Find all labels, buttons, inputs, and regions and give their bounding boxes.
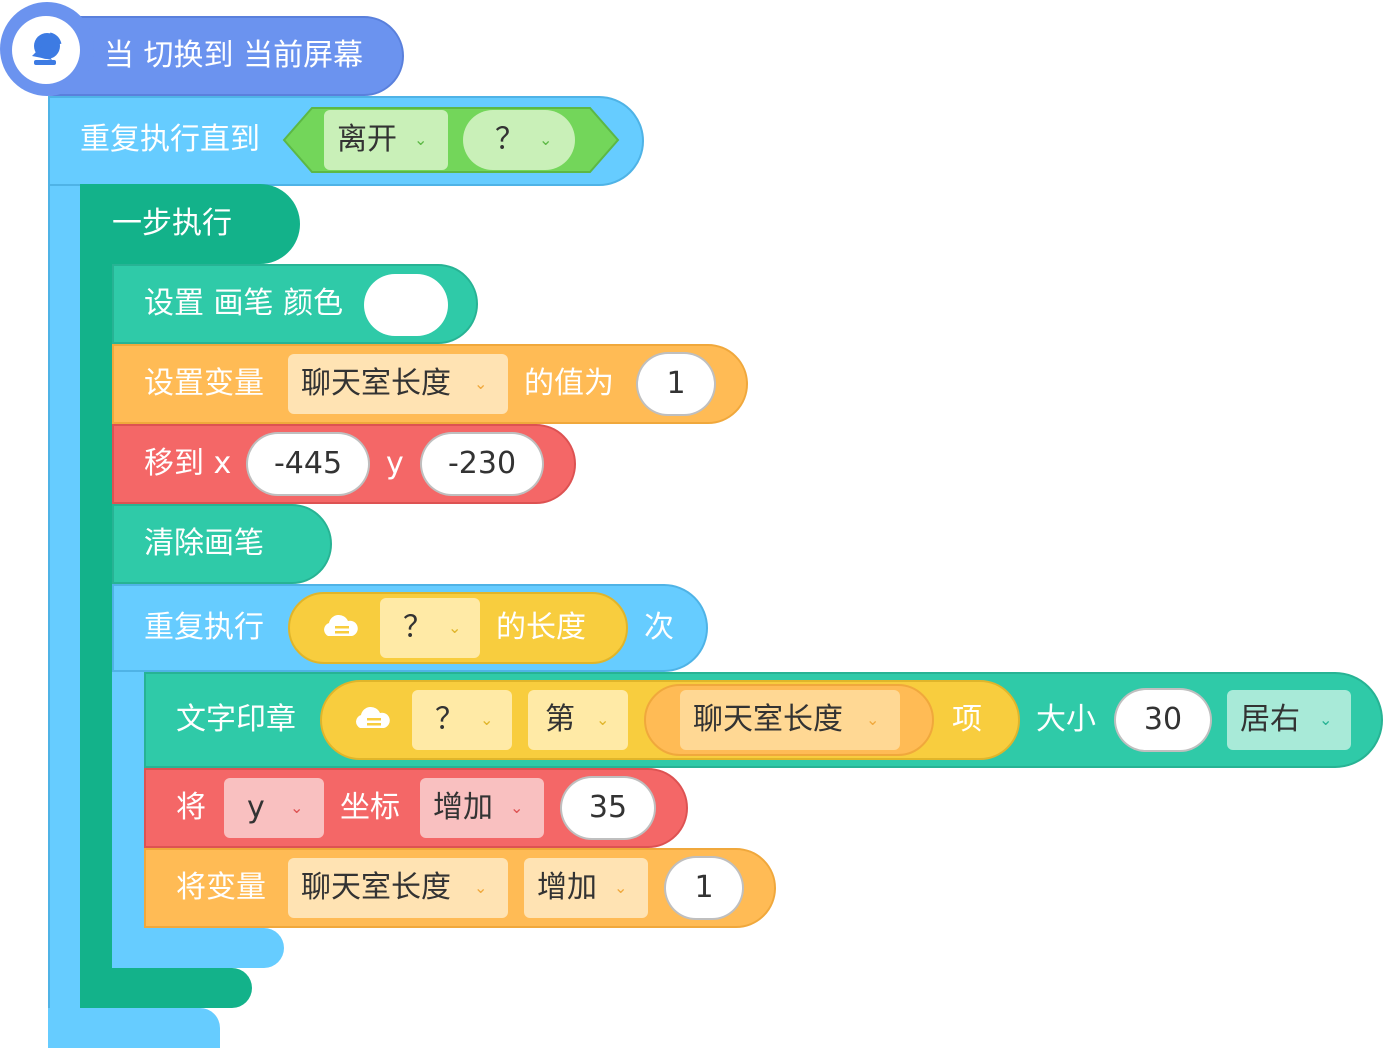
index-variable-dropdown[interactable]: 聊天室长度 ⌄ [680, 690, 900, 750]
chevron-down-icon: ⌄ [290, 798, 304, 817]
sprite-dropdown-value: 离开 [337, 122, 397, 157]
change-coordinate-value-input[interactable]: 35 [560, 776, 656, 840]
set-pen-color-label: 设置 画笔 颜色 [144, 286, 344, 321]
text-stamp-prefix: 文字印章 [176, 702, 296, 737]
move-to-y-input[interactable]: -230 [420, 432, 544, 496]
chevron-down-icon: ⌄ [474, 374, 488, 393]
change-variable-prefix: 将变量 [176, 870, 266, 905]
pen-color-swatch[interactable] [364, 274, 448, 336]
index-variable-dropdown-value: 聊天室长度 [693, 702, 843, 737]
chevron-down-icon: ⌄ [614, 878, 628, 897]
chevron-down-icon: ⌄ [866, 710, 880, 729]
cloud-list-icon [324, 614, 358, 636]
target-dropdown[interactable]: ？ ⌄ [463, 110, 575, 170]
change-coordinate-prefix: 将 [176, 790, 206, 825]
change-variable-op-dropdown-value: 增加 [537, 870, 597, 905]
event-icon-inner [12, 16, 80, 84]
sprite-dropdown[interactable]: 离开 ⌄ [324, 110, 448, 170]
stamp-size-label: 大小 [1036, 702, 1096, 737]
change-variable-dropdown-value: 聊天室长度 [301, 870, 451, 905]
repeat-until-bottom[interactable] [48, 1008, 220, 1048]
axis-dropdown-value: y [247, 790, 265, 825]
list-length-label: 的长度 [496, 610, 586, 645]
repeat-until-label: 重复执行直到 [80, 122, 260, 157]
stamp-size-input[interactable]: 30 [1114, 688, 1212, 752]
chevron-down-icon: ⌄ [448, 618, 462, 637]
step-block-arm [80, 236, 114, 1008]
chevron-down-icon: ⌄ [1319, 710, 1333, 729]
axis-dropdown[interactable]: y ⌄ [224, 778, 324, 838]
chevron-down-icon: ⌄ [539, 130, 553, 149]
coordinate-op-dropdown-value: 增加 [433, 790, 493, 825]
cloud-list-icon [356, 706, 390, 728]
step-block-label: 一步执行 [112, 206, 232, 241]
chevron-down-icon: ⌄ [596, 710, 610, 729]
repeat-list-dropdown-value: ？ [403, 610, 433, 645]
repeat-n-prefix: 重复执行 [144, 610, 264, 645]
clear-pen-label: 清除画笔 [144, 526, 264, 561]
change-variable-dropdown[interactable]: 聊天室长度 ⌄ [288, 858, 508, 918]
target-dropdown-value: ？ [495, 122, 525, 157]
repeat-n-suffix: 次 [644, 610, 674, 645]
stamp-index-suffix: 项 [952, 702, 982, 737]
set-variable-value-input[interactable]: 1 [636, 352, 716, 416]
repeat-n-arm [112, 640, 146, 968]
variable-dropdown-value: 聊天室长度 [301, 366, 451, 401]
repeat-list-dropdown[interactable]: ？ ⌄ [380, 598, 480, 658]
event-label: 当 切换到 当前屏幕 [104, 38, 364, 73]
satellite-dish-icon [32, 32, 62, 65]
change-variable-value-input[interactable]: 1 [664, 856, 744, 920]
chevron-down-icon: ⌄ [474, 878, 488, 897]
coordinate-op-dropdown[interactable]: 增加 ⌄ [420, 778, 544, 838]
stamp-index-prefix-dropdown[interactable]: 第 ⌄ [528, 690, 628, 750]
clear-pen-block[interactable] [112, 504, 332, 584]
change-coordinate-middle: 坐标 [340, 790, 400, 825]
set-variable-middle: 的值为 [524, 366, 614, 401]
repeat-n-bottom[interactable] [112, 928, 284, 968]
chevron-down-icon: ⌄ [480, 710, 494, 729]
stamp-index-prefix-value: 第 [545, 702, 575, 737]
variable-dropdown[interactable]: 聊天室长度 ⌄ [288, 354, 508, 414]
stamp-list-dropdown-value: ？ [435, 702, 465, 737]
step-block[interactable] [80, 184, 300, 264]
move-to-y-label: y [386, 446, 404, 481]
move-to-prefix: 移到 x [144, 446, 232, 481]
chevron-down-icon: ⌄ [414, 130, 428, 149]
step-block-bottom[interactable] [80, 968, 252, 1008]
stamp-align-dropdown[interactable]: 居右 ⌄ [1227, 690, 1351, 750]
set-variable-prefix: 设置变量 [144, 366, 264, 401]
stamp-align-dropdown-value: 居右 [1240, 702, 1300, 737]
repeat-until-arm [48, 150, 82, 1048]
chevron-down-icon: ⌄ [510, 798, 524, 817]
stamp-list-dropdown[interactable]: ？ ⌄ [412, 690, 512, 750]
move-to-x-input[interactable]: -445 [246, 432, 370, 496]
change-variable-op-dropdown[interactable]: 增加 ⌄ [524, 858, 648, 918]
